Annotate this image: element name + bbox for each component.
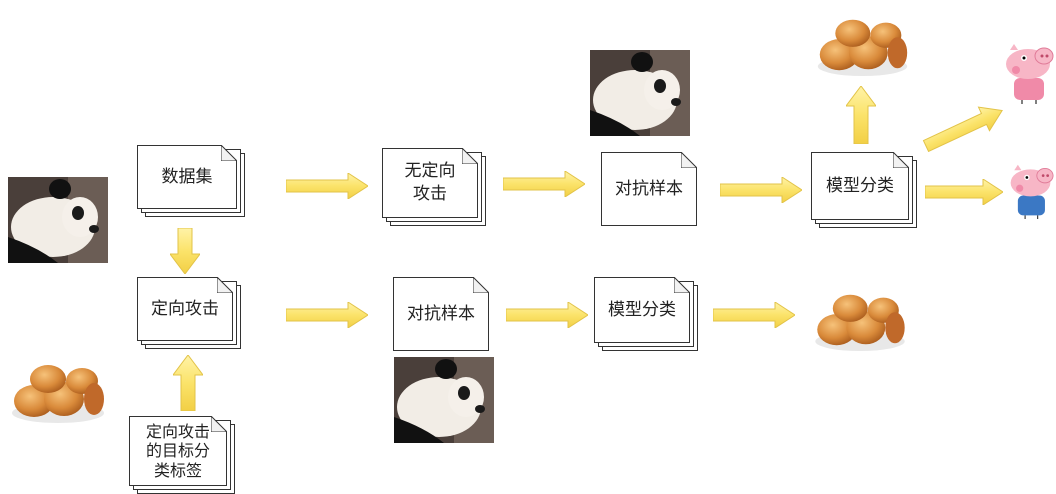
model-classify-box: 模型分类 [594, 277, 702, 357]
arrow-down [170, 228, 200, 274]
arrow-right [925, 179, 1003, 205]
model-classify-label: 模型分类 [826, 175, 894, 196]
untargeted-label-line: 无定向 [404, 161, 456, 182]
targeted-attack-box: 定向攻击 [137, 277, 245, 353]
model-classify-label: 模型分类 [608, 299, 676, 320]
arrow-up [173, 355, 203, 411]
bread-image [817, 19, 908, 77]
dataset-box: 数据集 [137, 145, 249, 221]
bread-image [12, 365, 104, 423]
arrow-right [713, 302, 795, 328]
arrow-diagonal [922, 106, 1003, 152]
untargeted-attack-box: 无定向 攻击 [382, 148, 490, 228]
dataset-label: 数据集 [161, 166, 213, 187]
peppa-pig-pink-image [1006, 44, 1054, 104]
arrow-right [720, 177, 802, 203]
arrow-up [846, 86, 876, 144]
adversarial-sample-box: 对抗样本 [601, 152, 699, 228]
target-label-box: 定向攻击 的目标分 类标签 [129, 416, 239, 494]
adversarial-sample-box: 对抗样本 [393, 277, 491, 353]
model-classify-box: 模型分类 [811, 152, 921, 232]
target-label-line: 类标签 [153, 460, 202, 480]
adversarial-sample-label: 对抗样本 [407, 303, 475, 324]
target-label-line: 的目标分 [145, 441, 210, 461]
panda-image [394, 357, 494, 443]
arrow-right [286, 302, 368, 328]
bread-image [815, 294, 905, 352]
arrow-right [286, 173, 368, 199]
untargeted-label-line: 攻击 [413, 184, 447, 204]
target-label-line: 定向攻击 [145, 422, 210, 442]
targeted-attack-label: 定向攻击 [151, 298, 219, 319]
panda-image [590, 50, 690, 136]
panda-image [8, 177, 108, 263]
adversarial-sample-label: 对抗样本 [615, 178, 683, 199]
arrow-right [503, 171, 585, 197]
peppa-pig-blue-image [1010, 164, 1054, 219]
arrow-right [506, 302, 588, 328]
